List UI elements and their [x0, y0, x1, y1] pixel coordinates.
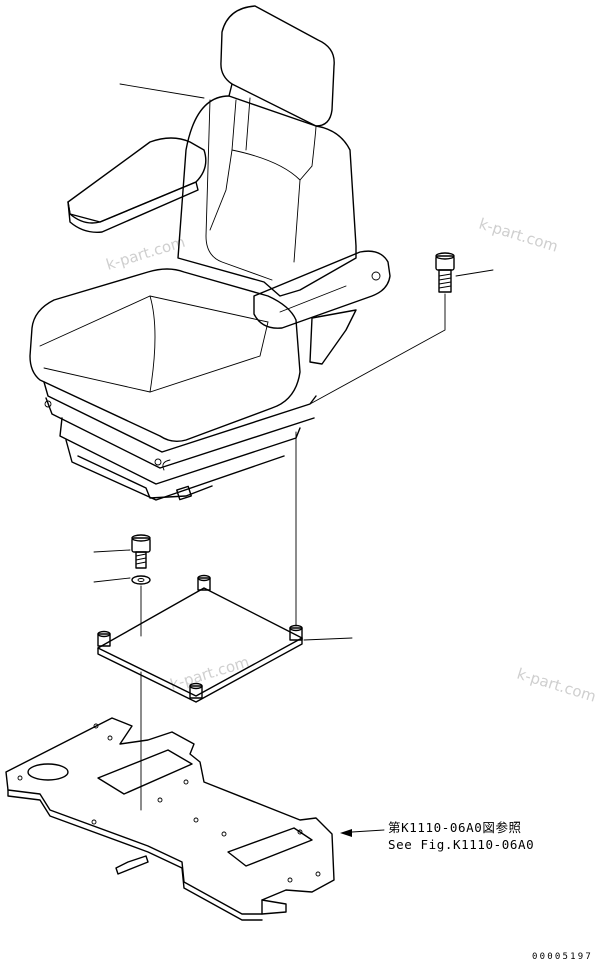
plate-bolt [131, 534, 151, 569]
leader-line [93, 549, 131, 553]
leader-line [303, 637, 353, 641]
reference-arrow-icon [340, 829, 352, 837]
left-armrest [67, 137, 207, 224]
washer [131, 575, 151, 585]
drawing-code: 00005197 [532, 952, 593, 962]
seat-suspension [43, 381, 317, 453]
floor-frame [5, 717, 335, 921]
watermark: k-part.com [104, 233, 187, 274]
mounting-bolt [435, 252, 455, 293]
seat-backrest [177, 95, 357, 297]
reference-line-english: See Fig.K1110-06A0 [388, 837, 535, 852]
right-armrest [253, 250, 391, 329]
watermark: k-part.com [515, 665, 598, 706]
reference-leader [351, 829, 385, 833]
assembly-line [309, 293, 446, 405]
figure-reference-note: 第K1110-06A0図参照 See Fig.K1110-06A0 [388, 819, 534, 853]
seat-mount-plate [97, 574, 303, 703]
leader-line [119, 83, 205, 99]
seat-cushion [29, 268, 301, 443]
operator-seat [29, 5, 391, 501]
leader-line [93, 577, 131, 583]
leader-line [455, 269, 494, 277]
reference-line-japanese: 第K1110-06A0図参照 [388, 820, 522, 835]
seat-headrest [220, 5, 335, 127]
watermark: k-part.com [477, 215, 560, 256]
